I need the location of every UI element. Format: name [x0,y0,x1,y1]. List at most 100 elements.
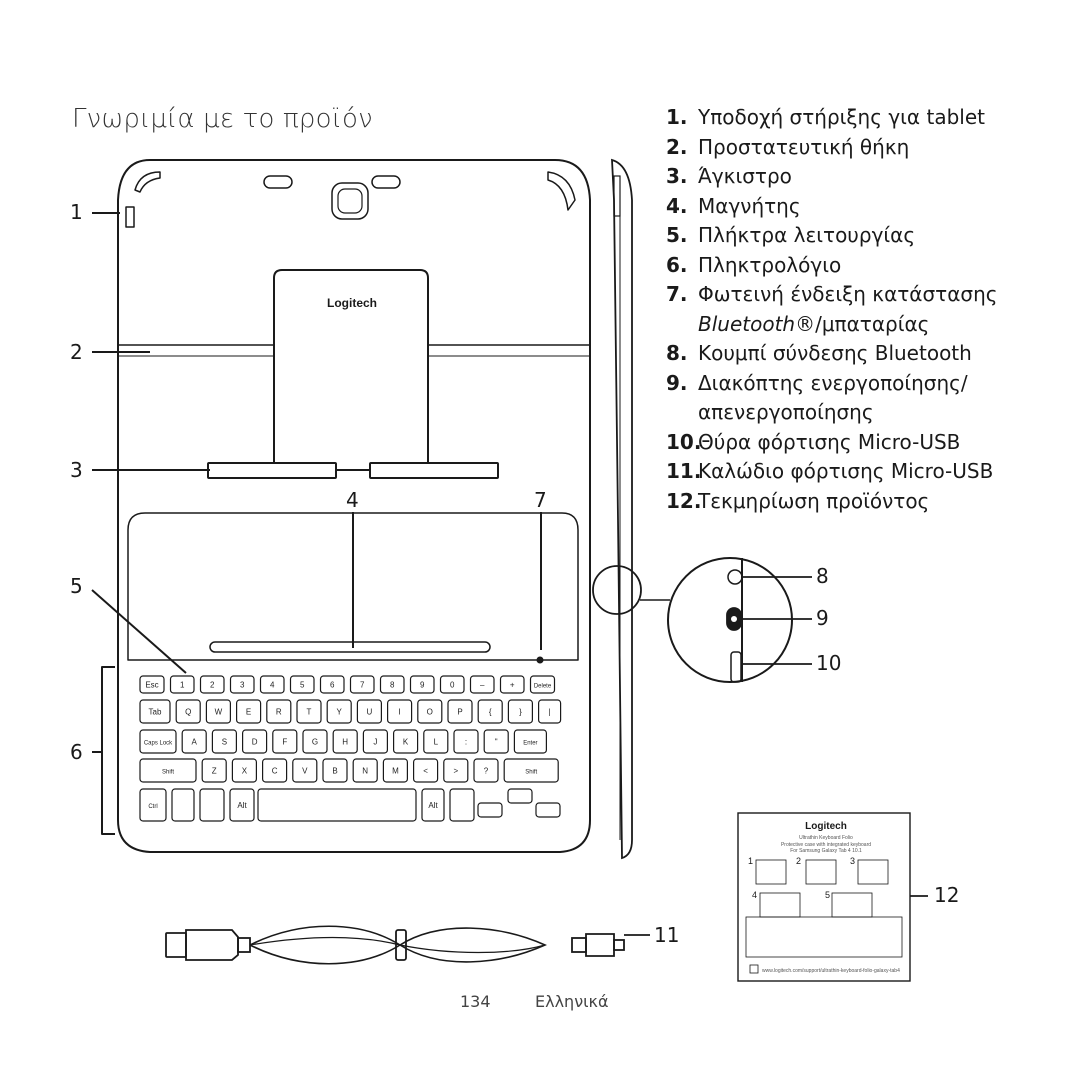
row2-6-key-label: H [342,738,348,747]
callout-6: 6 [70,740,83,764]
part-number: 1. [666,105,688,129]
product-manual [737,812,911,982]
manual-step-5: 5 [825,890,830,900]
row1-8-key-label: I [398,708,400,717]
manual-step-1: 1 [748,856,753,866]
manual-subtitle-2: For Samsung Galaxy Tab 4 10.1 [790,848,862,854]
part-number: 12. [666,488,702,513]
row2-11-key [483,729,509,754]
manual-title: Ultrathin Keyboard Folio [799,835,853,841]
part-item-1: 1.Υποδοχή στήριξης για tablet [666,103,997,133]
row1-0-key [139,699,171,724]
row4-5-key [421,788,445,822]
row2-3-key [242,729,268,754]
row3-3-key [262,758,288,783]
row2-6-key [332,729,358,754]
row2-0-key [139,729,177,754]
part-number: 11. [666,459,702,483]
manual-step-3: 3 [850,856,855,866]
row4-0-key [139,788,167,822]
callout-2: 2 [70,340,83,364]
row3-11-key [503,758,559,783]
row4-8-key [507,788,533,804]
callout-8: 8 [816,564,829,588]
hook-bar-right [369,462,499,479]
part-number: 4. [666,193,688,218]
row2-1-key [181,729,207,754]
row0-13-key-label: Delete [534,684,552,690]
zoom-source-circle [592,565,642,615]
row3-1-key-label: Z [212,767,217,776]
part-number: 10. [666,429,702,454]
callout-12: 12 [934,883,960,907]
row3-5-key-label: B [332,767,337,776]
footer-language: Ελληνικά [535,992,609,1011]
row3-7-key-label: M [392,767,399,776]
row1-2-key [205,699,231,724]
row3-6-key-label: N [362,767,368,776]
row1-0-key-label: Tab [149,708,162,717]
row0-11-key-label: – [480,681,485,690]
row1-10-key [447,699,473,724]
callout-10: 10 [816,651,842,675]
row0-1-key-label: 1 [180,681,185,690]
part-label: Φωτεινή ένδειξη κατάστασης [698,282,998,306]
row2-2-key [211,729,237,754]
part-item-12: 12.Τεκμηρίωση προϊόντος [666,487,997,517]
row0-13-key [529,675,556,694]
row2-4-key [272,729,298,754]
row1-11-key [477,699,503,724]
corner-grip-left [134,171,161,193]
row0-0-key [139,675,165,694]
row3-7-key [382,758,408,783]
row1-3-key-label: E [246,708,251,717]
row1-7-key [356,699,382,724]
bluetooth-connect-button [727,569,743,585]
row4-4-key [257,788,417,822]
row0-7-key-label: 7 [360,681,365,690]
row0-3-key [229,675,255,694]
row0-2-key [199,675,225,694]
folio-case-outline [117,159,591,853]
row2-3-key-label: D [252,738,258,747]
row0-12-key [499,675,525,694]
row1-7-key-label: U [367,708,373,717]
row2-10-key-label: : [465,738,467,747]
row2-8-key-label: K [403,738,409,747]
row1-13-key [537,699,562,724]
zoom-circle [667,557,793,683]
part-item-10: 10.Θύρα φόρτισης Micro-USB [666,428,997,458]
row2-5-key-label: G [312,738,318,747]
part-number: 7. [666,282,688,306]
row2-9-key [423,729,449,754]
camera-cutout [331,182,369,220]
row2-12-key [513,729,548,754]
part-label: Κουμπί σύνδεσης Bluetooth [698,341,972,365]
row2-12-key-label: Enter [523,741,537,747]
manual-url: www.logitech.com/support/ultrathin-keybo… [762,968,900,974]
part-label: Θύρα φόρτισης Micro-USB [698,429,961,454]
row0-3-key-label: 3 [240,681,245,690]
micro-usb-port [730,651,742,683]
part-label: Πλήκτρα λειτουργίας [698,223,916,247]
row3-0-key [139,758,197,783]
part-label-cont: Bluetooth®/μπαταρίας [698,310,997,340]
row2-0-key-label: Caps Lock [144,741,173,747]
part-number: 5. [666,223,688,247]
row1-12-key [507,699,533,724]
keyboard-upper-panel [127,512,579,661]
row2-11-key-label: " [495,738,498,747]
logitech-logo: Logitech [327,296,377,310]
row1-4-key [266,699,292,724]
row4-7-key [477,802,503,818]
page-number: 134 [460,992,491,1011]
page-title: Γνωριμία με το προϊόν [72,104,373,134]
row0-11-key [469,675,495,694]
row1-9-key-label: O [427,708,433,717]
row4-5-key-label: Alt [428,801,438,810]
row3-3-key-label: C [272,767,278,776]
top-slot-right [371,175,401,189]
row0-4-key [259,675,285,694]
row4-2-key [199,788,225,822]
row3-6-key [352,758,378,783]
